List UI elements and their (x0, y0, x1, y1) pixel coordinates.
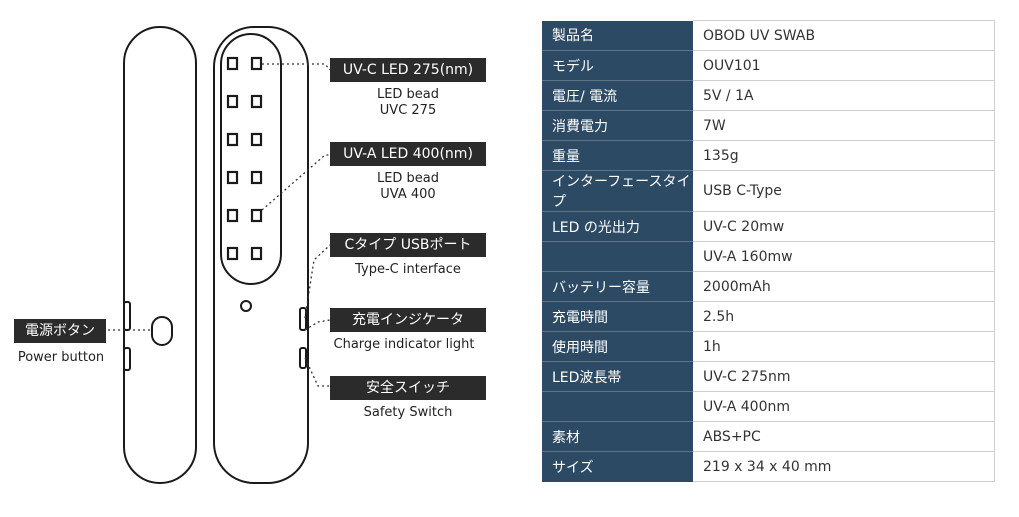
spec-value: ABS+PC (693, 421, 995, 452)
spec-value: OBOD UV SWAB (693, 20, 995, 51)
spec-value: 219 x 34 x 40 mm (693, 451, 995, 482)
uvc-led-label: UV-C LED 275(nm) (330, 58, 486, 82)
charge-indicator-label: 充電インジケータ (330, 308, 486, 332)
power-button-desc: Power button (17, 350, 105, 365)
spec-row: UV-A 160mw (542, 241, 995, 272)
power-button-shape (151, 316, 173, 346)
safety-switch-label: 安全スイッチ (330, 376, 486, 400)
uva-led-label: UV-A LED 400(nm) (330, 142, 486, 166)
spec-value: 5V / 1A (693, 80, 995, 111)
spec-value: OUV101 (693, 50, 995, 81)
indicator-dot (240, 300, 252, 312)
spec-key: バッテリー容量 (542, 271, 693, 302)
usb-port-desc: Type-C interface (355, 262, 461, 277)
back-side-notch-bottom (123, 347, 131, 371)
uva-led-desc-2: UVA 400 (380, 187, 436, 202)
uva-led-desc-1: LED bead (376, 171, 440, 186)
product-diagram: UV-C LED 275(nm) LED bead UVC 275 UV-A L… (14, 26, 486, 484)
spec-key: 重量 (542, 140, 693, 171)
spec-value: 135g (693, 140, 995, 171)
spec-key: 消費電力 (542, 110, 693, 141)
spec-key: 使用時間 (542, 331, 693, 362)
spec-row: UV-A 400nm (542, 391, 995, 422)
power-button-label: 電源ボタン (14, 319, 106, 343)
spec-key: 素材 (542, 421, 693, 452)
usb-port-label: Cタイプ USBポート (330, 233, 486, 257)
spec-key: インターフェースタイプ (542, 170, 693, 212)
led-beads (226, 56, 263, 261)
device-front-body (213, 26, 309, 484)
spec-value: UV-C 20mw (693, 211, 995, 242)
spec-value: UV-A 400nm (693, 391, 995, 422)
spec-value: 2.5h (693, 301, 995, 332)
spec-value: 7W (693, 110, 995, 141)
spec-value: 2000mAh (693, 271, 995, 302)
spec-value: UV-C 275nm (693, 361, 995, 392)
back-side-notch-top (123, 301, 131, 331)
uvc-led-desc-2: UVC 275 (379, 103, 437, 118)
led-panel (220, 33, 282, 285)
safety-switch-desc: Safety Switch (363, 405, 453, 420)
safety-switch-shape (299, 347, 307, 369)
spec-key: 充電時間 (542, 301, 693, 332)
leader-lines (108, 63, 331, 387)
spec-key: LED波長帯 (542, 361, 693, 392)
spec-key: モデル (542, 50, 693, 81)
spec-key: LED の光出力 (542, 211, 693, 242)
device-illustration (108, 26, 331, 484)
uvc-led-desc-1: LED bead (376, 87, 440, 102)
charge-indicator-desc: Charge indicator light (333, 337, 475, 352)
spec-value: UV-A 160mw (693, 241, 995, 272)
spec-value: 1h (693, 331, 995, 362)
spec-value: USB C-Type (693, 170, 995, 212)
device-back-body (123, 26, 197, 484)
spec-key: サイズ (542, 451, 693, 482)
spec-key: 電圧/ 電流 (542, 80, 693, 111)
front-usb-slot (299, 307, 307, 331)
spec-key (542, 241, 693, 272)
spec-key (542, 391, 693, 422)
spec-key: 製品名 (542, 20, 693, 51)
